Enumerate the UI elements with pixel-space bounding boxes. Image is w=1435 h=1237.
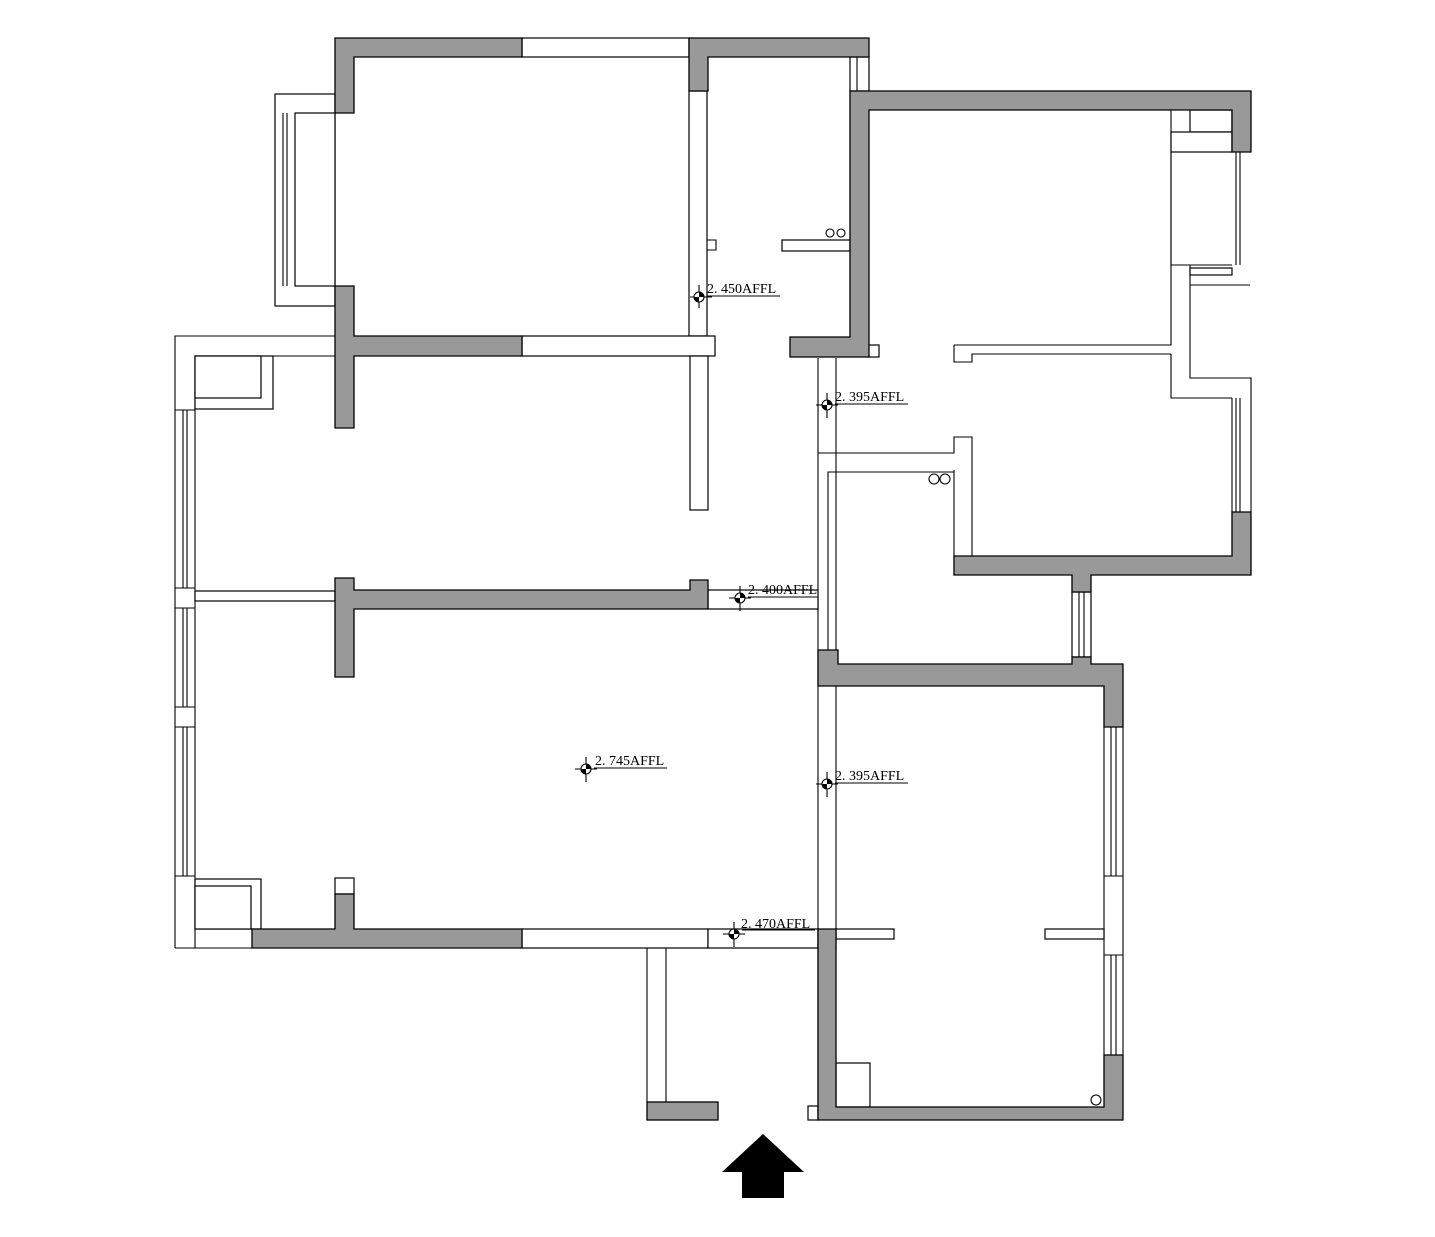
elevation-marker-corridor-door: 2. 400AFFL [729,583,818,611]
elevation-marker-bedroom-top-door: 2. 450AFFL [690,282,780,308]
elevation-marker-living-room: 2. 745AFFL [575,754,667,782]
walls [251,37,1252,1121]
elevation-label: 2. 395AFFL [835,769,904,784]
elevation-label: 2. 470AFFL [741,917,810,932]
elevation-marker-entry-door: 2. 470AFFL [723,917,815,947]
elevation-marker-corridor-lower: 2. 395AFFL [816,769,908,797]
entrance-arrow-icon [722,1134,804,1198]
elevation-label: 2. 745AFFL [595,754,664,769]
outline-lines [174,37,1252,1121]
elevation-label: 2. 400AFFL [748,583,817,598]
elevation-label: 2. 450AFFL [707,282,776,297]
elevation-markers: 2. 450AFFL 2. 395AFFL 2. 400AFFL [575,282,908,947]
elevation-marker-corridor-upper: 2. 395AFFL [816,390,908,418]
elevation-label: 2. 395AFFL [835,390,904,405]
